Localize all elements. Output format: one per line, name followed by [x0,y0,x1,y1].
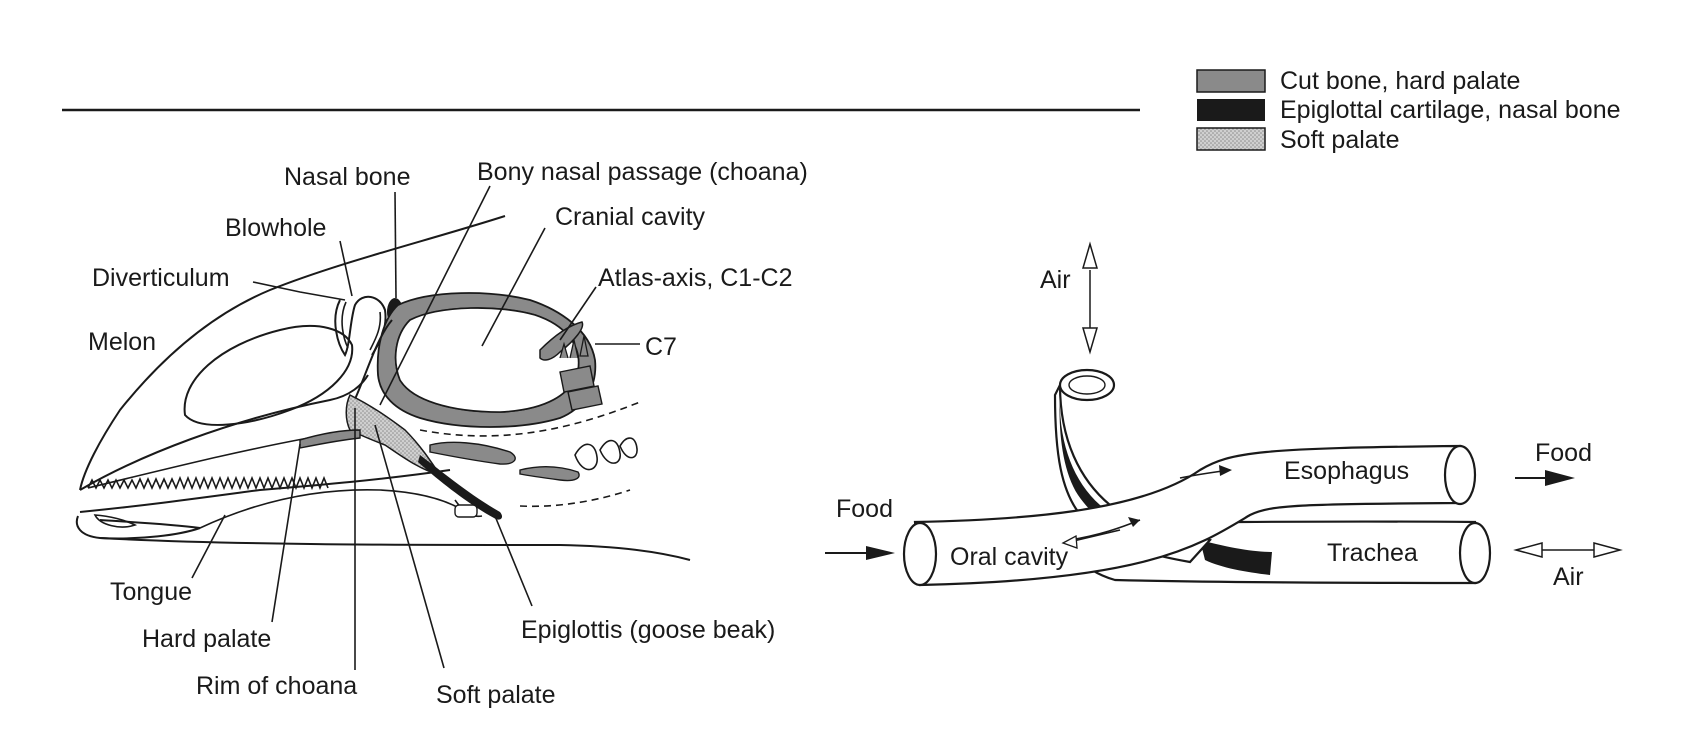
cervical-rings [574,437,638,471]
food-arrow-right [1515,470,1575,486]
jaw-inner-curve [93,514,138,528]
leader-nasal-bone [394,191,397,299]
label-soft-palate: Soft palate [436,681,556,709]
airway-food-crossing-diagram: Air Food Oral cavity Esophagus Trachea F… [825,241,1623,591]
legend-swatch-soft-palate [1196,127,1266,151]
air-double-arrow-vertical [1082,241,1098,355]
internal-air-arrowhead [1061,534,1078,549]
lower-jaw-tip [75,515,201,540]
label-c7: C7 [645,333,677,361]
melon [183,324,354,426]
label-nasal-bone: Nasal bone [284,163,410,191]
atlas-axis [539,321,584,361]
esophagus-opening [1443,444,1477,506]
food-arrow-left [825,546,895,560]
label-air-top: Air [1040,266,1071,294]
leader-bony-nasal-passage [379,185,491,406]
legend-label-soft-palate: Soft palate [1280,126,1400,154]
label-cranial-cavity: Cranial cavity [555,203,706,231]
leader-blowhole [339,240,353,297]
legend-swatch-cut-bone [1196,69,1266,93]
label-diverticulum: Diverticulum [92,264,230,292]
label-oral-cavity: Oral cavity [950,543,1069,571]
label-epiglottis: Epiglottis (goose beak) [521,616,775,644]
label-trachea: Trachea [1327,539,1418,567]
blowhole-tube-inner [341,301,382,351]
oral-cavity-opening [902,521,938,587]
upper-jaw-inner [87,434,326,489]
cut-bone-lower-1 [429,441,516,465]
leader-soft-palate [374,424,445,669]
leader-tongue [191,514,226,579]
internal-flow-arrowhead-2 [1219,465,1232,476]
hyoid-bone [454,504,478,518]
cranial-cavity [394,307,580,413]
dolphin-head-section: Nasal bone Bony nasal passage (choana) B… [75,158,808,709]
trachea-opening [1458,521,1492,585]
epiglottis-shape [418,455,503,520]
leader-hard-palate [271,443,301,623]
legend: Cut bone, hard palate Epiglottal cartila… [1196,67,1621,154]
upper-jaw [79,374,369,491]
label-esophagus: Esophagus [1284,457,1409,485]
label-melon: Melon [88,328,156,356]
legend-label-cartilage: Epiglottal cartilage, nasal bone [1280,96,1621,124]
cut-bone-lower-2 [519,466,580,482]
legend-swatch-cartilage [1197,99,1265,121]
label-hard-palate: Hard palate [142,625,271,653]
tongue-line [199,488,471,529]
legend-label-cut-bone: Cut bone, hard palate [1280,67,1520,95]
dashed-contour-2 [519,489,631,508]
label-tongue: Tongue [110,578,192,606]
internal-flow-arrowhead-1 [1128,517,1140,527]
vertebral-column [559,365,603,411]
leader-cranial-cavity [481,227,546,347]
label-food-right: Food [1535,439,1592,467]
label-blowhole: Blowhole [225,214,326,242]
air-double-arrow-horizontal [1513,542,1623,558]
c7-vertebra [559,335,589,359]
label-atlas-axis: Atlas-axis, C1-C2 [598,264,793,292]
leader-epiglottis [494,515,533,607]
label-food-left: Food [836,495,893,523]
trachea-cartilage-band [1200,540,1272,575]
head-outline [79,215,506,491]
leader-diverticulum [252,281,346,301]
lower-jaw [79,469,451,513]
label-rim-of-choana: Rim of choana [196,672,357,700]
soft-palate-region [345,393,442,477]
label-air-right: Air [1553,563,1584,591]
leader-atlas-axis [559,286,597,341]
dashed-contour [419,401,641,437]
air-tube-opening-inner [1068,375,1106,395]
label-bony-nasal-passage: Bony nasal passage (choana) [477,158,808,186]
chin-line [99,537,691,561]
hard-palate-bar [299,429,361,449]
